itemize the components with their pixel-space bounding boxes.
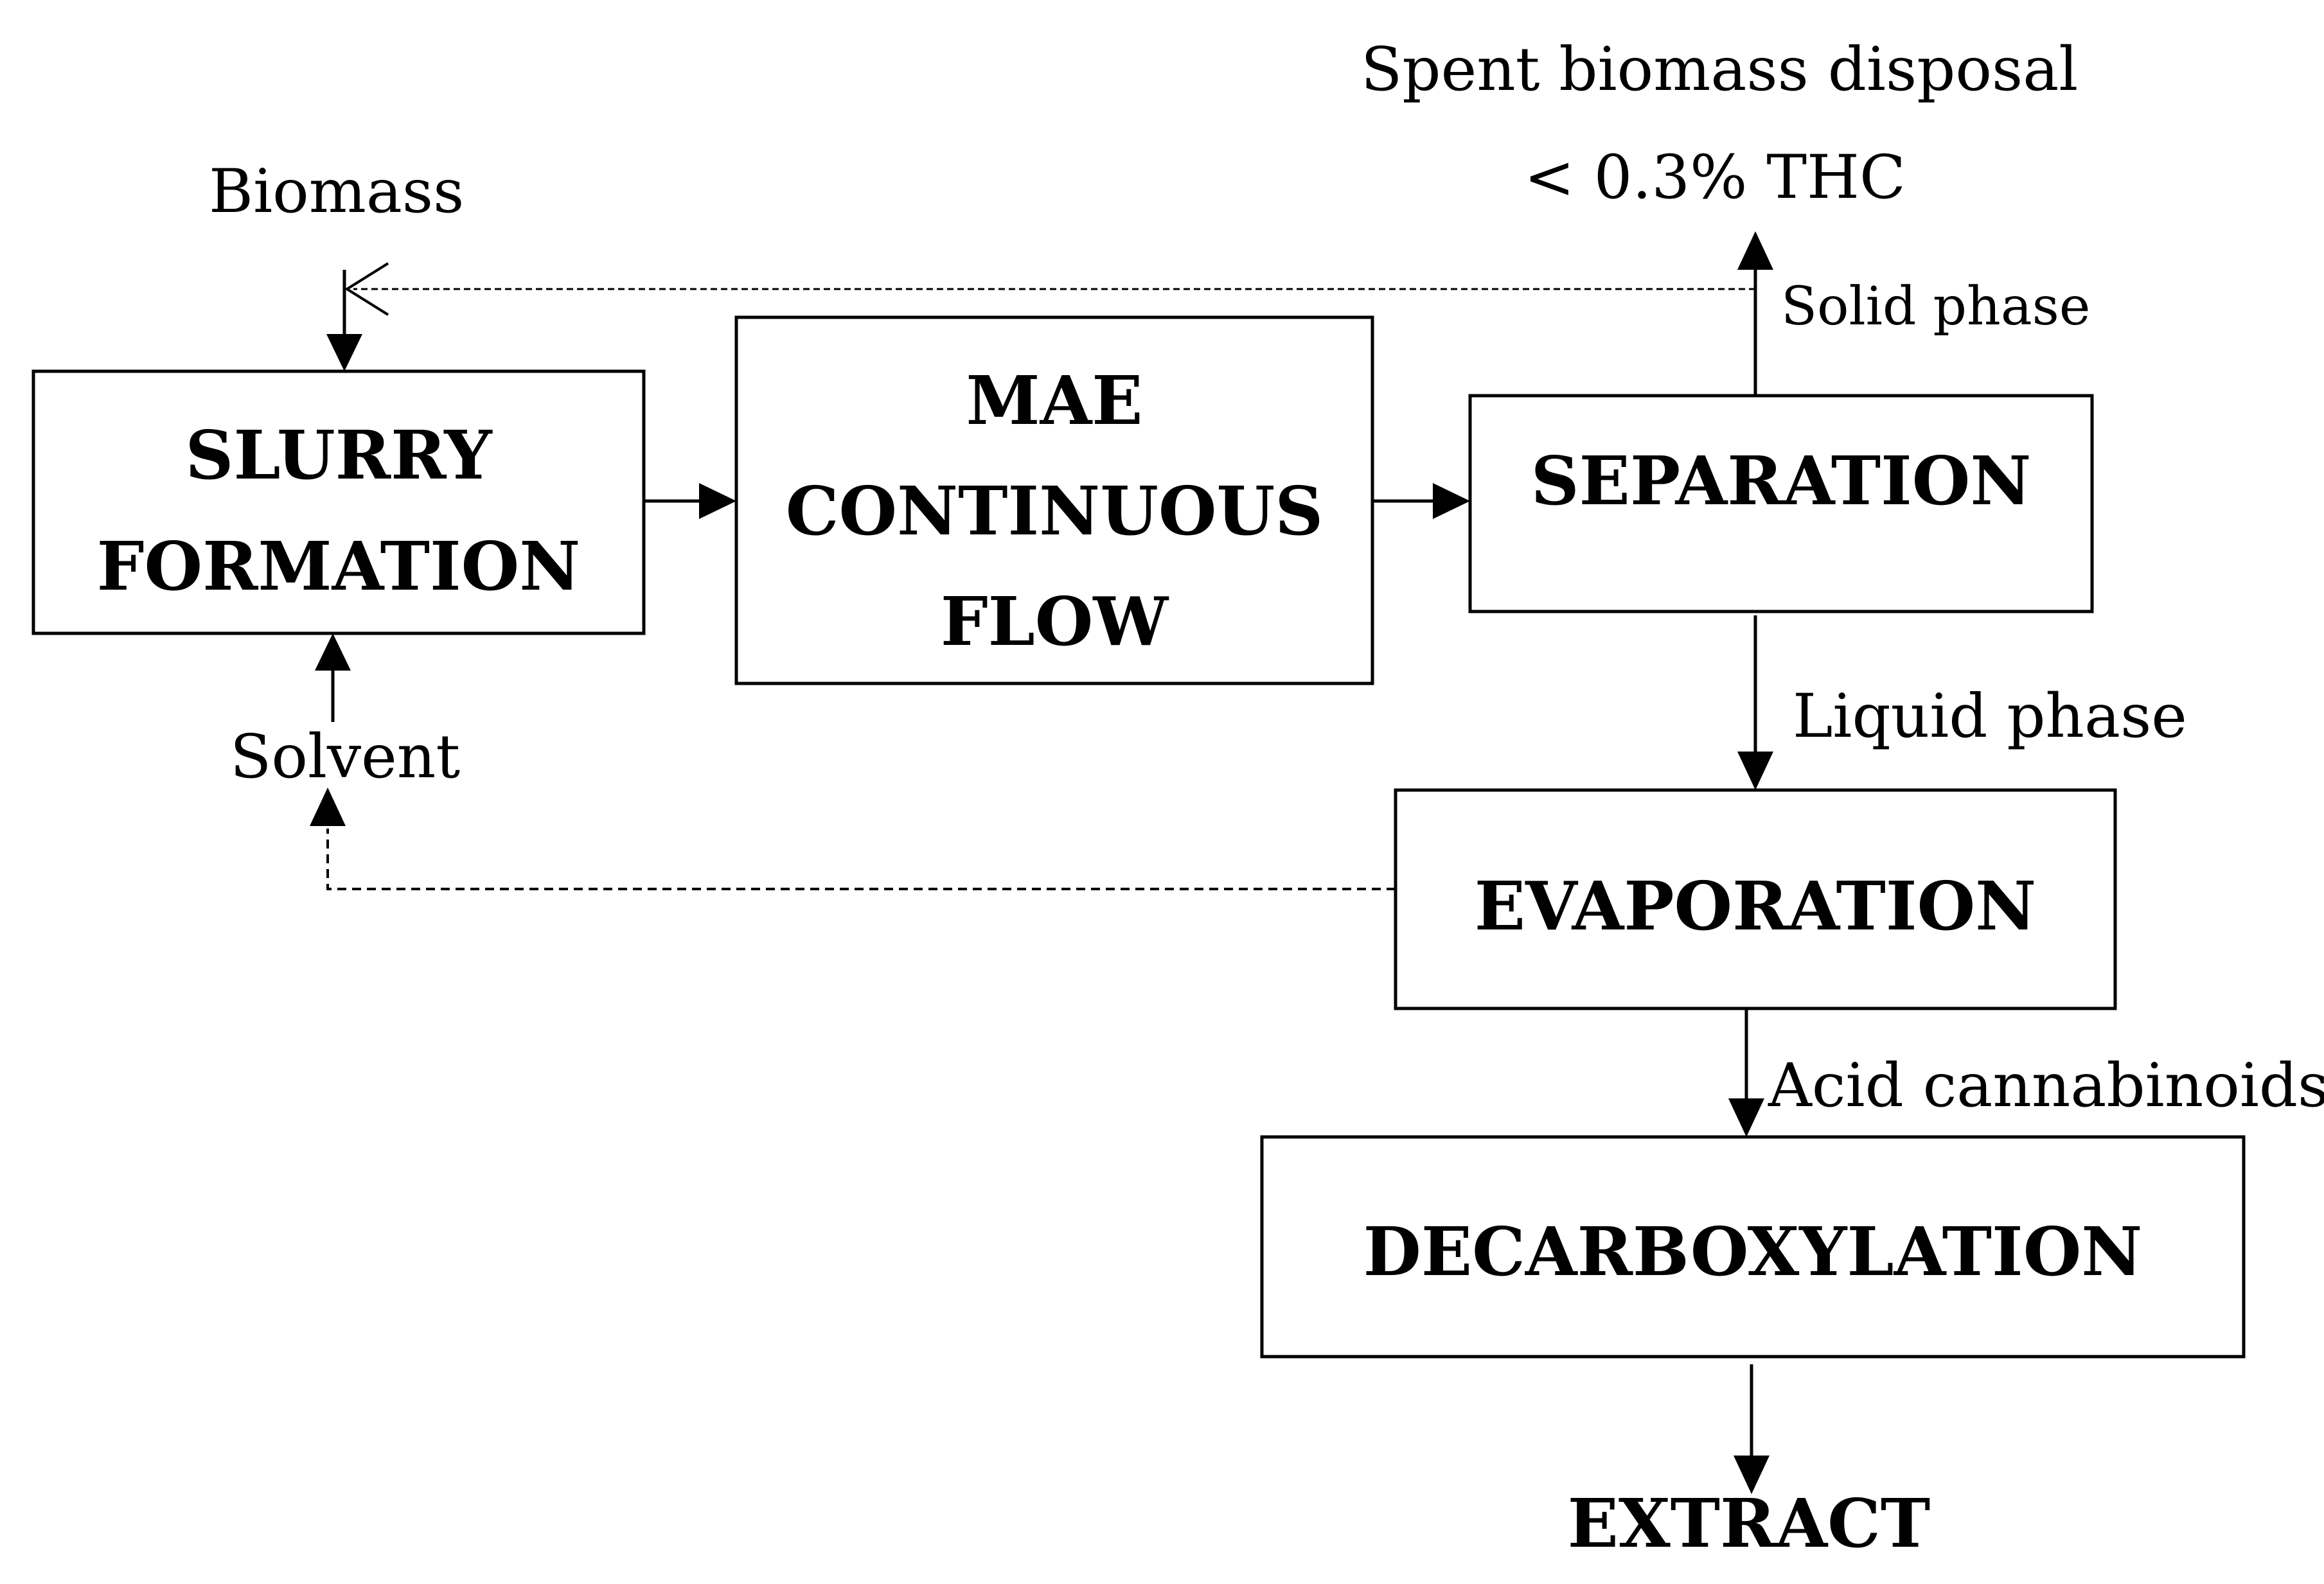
evaporation-label: EVAPORATION: [1475, 867, 2037, 946]
thc-limit-label: < 0.3% THC: [1524, 143, 1906, 213]
separation-box: [1468, 394, 2094, 613]
arrow-extract-head: [1734, 1456, 1770, 1494]
arrow-mae-to-separation-head: [1433, 483, 1470, 519]
solvent-recycle-head: [310, 788, 346, 826]
slurry-formation-box: [31, 369, 646, 635]
solvent-recycle-line: [326, 829, 1396, 890]
acid-cannabinoids-label: Acid cannabinoids: [1768, 1051, 2324, 1121]
solvent-label: Solvent: [230, 722, 460, 792]
liquid-phase-label: Liquid phase: [1793, 682, 2187, 752]
biomass-label: Biomass: [209, 157, 464, 227]
spent-biomass-disposal-label: Spent biomass disposal: [1361, 35, 2078, 105]
decarboxylation-label: DECARBOXYLATION: [1363, 1212, 2143, 1291]
arrow-solid-phase-head: [1737, 231, 1773, 270]
arrow-biomass-head: [326, 334, 362, 371]
arrow-liquid-phase-head: [1737, 752, 1773, 790]
mae-continuous-flow-box: [734, 315, 1374, 685]
separation-label: SEPARATION: [1531, 441, 2032, 520]
solid-phase-label: Solid phase: [1781, 276, 2090, 337]
evaporation-box: [1394, 788, 2117, 1010]
biomass-recycle-open-arrowhead: [344, 262, 389, 316]
arrow-slurry-to-mae-head: [699, 483, 736, 519]
slurry-formation-label-line2: FORMATION: [97, 527, 581, 606]
extract-label: EXTRACT: [1568, 1484, 1931, 1563]
arrow-acid-cannabinoids-head: [1728, 1098, 1764, 1137]
mae-label-line3: FLOW: [941, 582, 1170, 661]
arrow-solvent-head: [315, 633, 351, 671]
decarboxylation-box: [1260, 1135, 2246, 1359]
mae-label-line2: CONTINUOUS: [786, 471, 1324, 550]
mae-label-line1: MAE: [966, 361, 1142, 440]
slurry-formation-label-line1: SLURRY: [185, 416, 493, 495]
